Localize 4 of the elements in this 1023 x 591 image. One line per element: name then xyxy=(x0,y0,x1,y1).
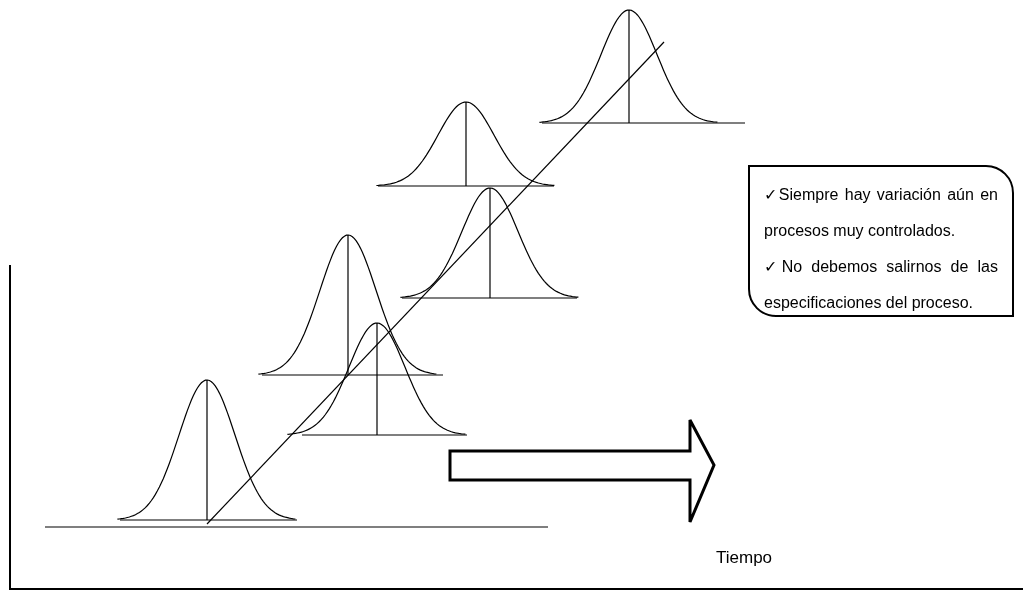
note-text: ✓No debemos salirnos de las especificaciones del proceso. xyxy=(764,257,998,313)
axis-label: Tiempo xyxy=(716,548,773,568)
note-text: ✓Siempre hay variación aún en procesos muy controlados. xyxy=(764,185,998,241)
note-box xyxy=(748,165,1014,317)
